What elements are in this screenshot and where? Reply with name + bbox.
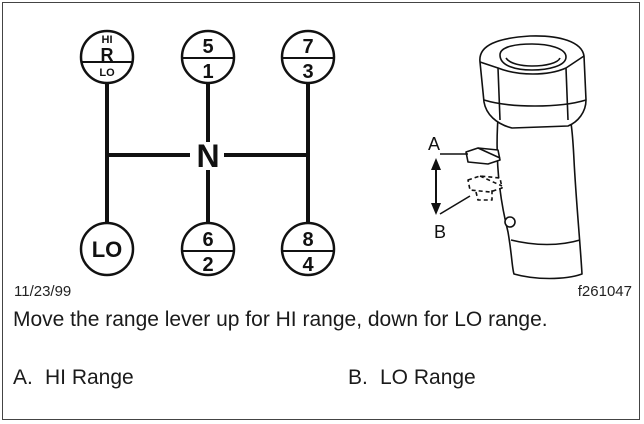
travel-arrow-icon [431,158,441,215]
lo-gear-position: LO [79,221,135,277]
legend-item-hi: A. HI Range [13,364,134,391]
shift-pattern-lines [105,77,310,227]
hi-label: HI [102,34,113,46]
legend-text: LO Range [380,366,476,389]
gear-8-label: 8 [302,229,313,251]
gear-position-7-3: 7 3 [280,29,336,85]
figure-frame [2,2,640,420]
range-reverse-position: HI R LO [79,29,135,85]
legend-letter: A. [13,366,33,389]
neutral-label: N [196,138,219,174]
caption-text: Move the range lever up for HI range, do… [13,308,548,331]
gear-4-label: 4 [302,254,314,276]
gear-2-label: 2 [202,254,213,276]
gear-6-label: 6 [202,229,213,251]
shift-diagram: HI R LO 5 1 7 3 N LO 6 2 8 4 [79,29,587,280]
gear-1-label: 1 [202,61,213,83]
gear-position-6-2: 6 2 [180,221,236,277]
shift-knob-illustration [439,35,587,280]
legend-item-lo: B. LO Range [348,364,476,391]
callout-a: A [428,134,440,154]
gear-5-label: 5 [202,36,213,58]
gear-7-label: 7 [302,36,313,58]
legend-text: HI Range [45,366,134,389]
callout-b: B [434,222,446,242]
reverse-label: R [101,45,114,65]
gear-position-8-4: 8 4 [280,221,336,277]
lo-gear-label: LO [92,237,123,262]
lo-range-label: LO [99,67,115,79]
date-stamp: 11/23/99 [14,283,72,300]
gear-3-label: 3 [302,61,313,83]
figure-id: f261047 [577,283,632,300]
gear-position-5-1: 5 1 [180,29,236,85]
legend-letter: B. [348,366,368,389]
